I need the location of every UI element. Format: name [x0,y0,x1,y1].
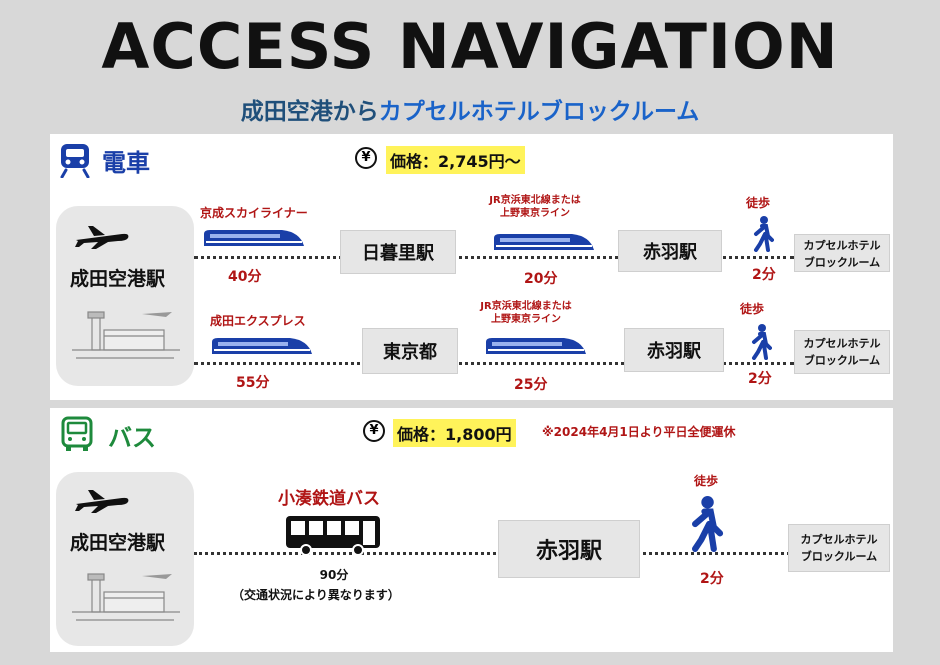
airport-illustration [72,573,180,621]
route2-walk-time: 2分 [748,371,772,387]
route2-line1-name: 成田エクスプレス [210,314,306,328]
bus-vehicle-icon [286,516,380,556]
train-panel: 電車 ¥ 価格：2,745円〜 成田空港駅 京成スカイライナー 40分 日暮里駅… [50,134,893,400]
route2-line2-name: JR京浜東北線または 上野東京ライン [466,300,586,326]
bus-arrival-station: 赤羽駅 [498,520,640,578]
route2-line2-name-b: 上野東京ライン [491,314,561,325]
bus-route-line [194,552,790,555]
route2-transfer-station: 東京都 [362,328,458,374]
page-subtitle: 成田空港からカプセルホテルブロックルーム [0,92,940,126]
route2-time2: 25分 [514,377,548,393]
bus-mode-label: バス [108,424,156,452]
subtitle-from: 成田空港から [240,99,379,125]
train-price: 価格：2,745円〜 [386,146,525,174]
route1-time1: 40分 [228,269,262,285]
route1-hotel-line-b: ブロックルーム [803,256,881,269]
bus-price: 価格：1,800円 [393,419,516,447]
train-origin-name: 成田空港駅 [70,268,166,290]
page-title: ACCESS NAVIGATION [101,10,839,83]
airport-illustration [72,311,180,359]
train-origin-card: 成田空港駅 [56,206,194,386]
yen-icon: ¥ [363,420,385,442]
route1-time2: 20分 [524,271,558,287]
route1-hotel-box: カプセルホテル ブロックルーム [794,234,890,272]
bus-walk-label: 徒歩 [694,474,719,488]
route2-time1: 55分 [236,375,270,391]
bus-origin-name: 成田空港駅 [70,532,166,554]
route2-line [194,362,794,365]
walking-person-icon [754,216,774,252]
bus-time-note: （交通状況により異なります） [232,588,400,602]
bus-panel: バス ¥ 価格：1,800円 ※2024年4月1日より平日全便運休 成田空港駅 … [50,408,893,652]
bus-origin-card: 成田空港駅 [56,472,194,646]
route2-arrival-station: 赤羽駅 [624,328,724,372]
route2-line2-name-a: JR京浜東北線または [480,301,572,312]
bus-walk-time: 2分 [700,571,724,587]
bus-hotel-line-a: カプセルホテル [800,533,878,546]
route1-hotel-line-a: カプセルホテル [803,239,881,252]
train-car-icon [204,230,304,246]
airplane-icon [75,226,129,249]
route1-arrival-station: 赤羽駅 [618,230,722,272]
airplane-icon [75,490,129,513]
subtitle-to: カプセルホテルブロックルーム [378,99,700,125]
bus-hotel-line-b: ブロックルーム [800,550,878,563]
route1-line2-name-b: 上野東京ライン [500,208,570,219]
bus-notice: ※2024年4月1日より平日全便運休 [542,425,736,439]
train-car-icon [212,338,312,354]
route1-line2-name: JR京浜東北線または 上野東京ライン [475,194,595,220]
route2-hotel-box: カプセルホテル ブロックルーム [794,330,890,374]
bus-time: 90分 [319,568,349,582]
route2-hotel-line-a: カプセルホテル [803,337,881,350]
bus-line-name: 小湊鉄道バス [278,489,380,509]
route1-walk-time: 2分 [752,267,776,283]
train-car-icon [494,234,594,250]
route1-line [194,256,794,259]
yen-icon: ¥ [355,147,377,169]
route1-transfer-station: 日暮里駅 [340,230,456,274]
train-mode-label: 電車 [102,149,150,177]
train-icon [60,144,90,178]
train-car-icon [486,338,586,354]
bus-hotel-box: カプセルホテル ブロックルーム [788,524,890,572]
walking-person-icon [752,324,772,360]
route1-line1-name: 京成スカイライナー [200,206,308,220]
route1-walk-label: 徒歩 [746,196,771,210]
route2-hotel-line-b: ブロックルーム [803,354,881,367]
route2-walk-label: 徒歩 [740,302,765,316]
route1-line2-name-a: JR京浜東北線または [489,195,581,206]
bus-icon [61,416,93,451]
walking-person-icon [692,496,724,552]
